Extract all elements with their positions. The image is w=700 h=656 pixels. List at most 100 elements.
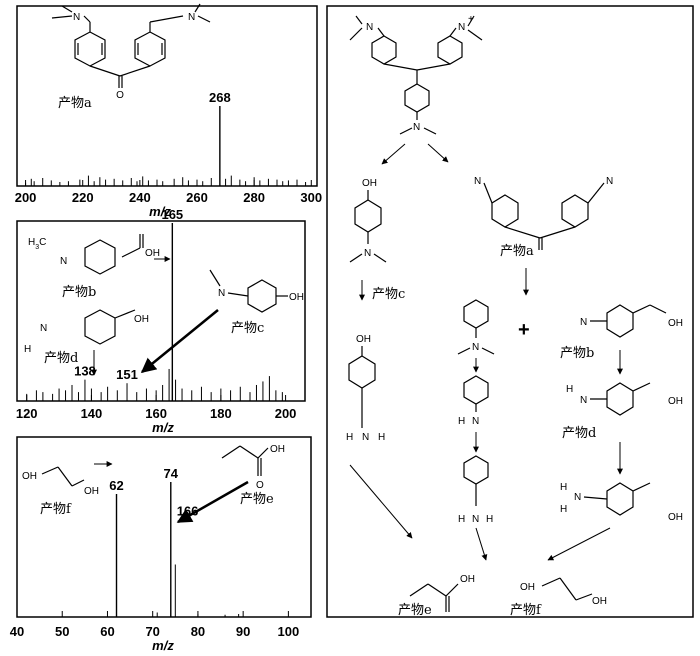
panel-a-x-axis-title: m/z: [149, 204, 171, 219]
peak-label-74: 74: [164, 466, 179, 481]
atom-h: H: [560, 482, 567, 493]
atom-n: N: [472, 342, 479, 353]
scheme-frame: [326, 5, 694, 618]
x-tick-label-90: 90: [236, 624, 250, 639]
atom-oh: OH: [668, 396, 683, 407]
atom-n: N: [474, 176, 481, 187]
atom-h3c: H3C: [28, 237, 46, 251]
scheme-label-b: 产物b: [560, 346, 594, 361]
x-tick-label-160: 160: [145, 406, 167, 421]
atom-n: N: [366, 22, 373, 33]
atom-n: N: [472, 514, 479, 525]
peak-label-62: 62: [109, 478, 123, 493]
atom-ho: OH: [520, 582, 535, 593]
panel-bcd-frame: [16, 220, 306, 402]
label-product-b-spectrum: 产物b: [62, 285, 96, 300]
atom-n: N: [362, 432, 369, 443]
scheme-label-c: 产物c: [372, 287, 405, 302]
atom-h: H: [346, 432, 353, 443]
atom-n: N: [606, 176, 613, 187]
atom-oh: OH: [362, 178, 377, 189]
x-tick-label-80: 80: [191, 624, 205, 639]
peak-label-165: 165: [161, 207, 183, 222]
x-tick-label-100: 100: [278, 624, 300, 639]
atom-n: N: [574, 492, 581, 503]
scheme-label-f: 产物f: [510, 603, 542, 618]
atom-h: H: [560, 504, 567, 515]
panel-ef-frame: [16, 436, 312, 618]
scheme-label-e: 产物e: [398, 603, 432, 618]
x-tick-label-70: 70: [145, 624, 159, 639]
atom-n-left: N: [73, 12, 80, 23]
arrow-aminobenzoic-to-f: [547, 527, 611, 561]
x-tick-label-280: 280: [243, 190, 265, 205]
atom-n: N: [413, 122, 420, 133]
panel-ef-x-axis-title: m/z: [152, 638, 174, 653]
molecule-parent-dye: N N + N: [349, 14, 483, 135]
atom-n: N: [472, 416, 479, 427]
molecule-product-d: N H OH 产物d: [24, 309, 149, 366]
atom-o: O: [256, 480, 264, 491]
label-product-c-spectrum: 产物c: [231, 321, 264, 336]
atom-oh: OH: [134, 314, 149, 325]
atom-n-plus: N: [458, 22, 465, 33]
arrow-aniline-to-e: [475, 527, 488, 561]
scheme-product-e: OH 产物e: [398, 574, 475, 618]
degradation-scheme: N N + N OH N 产物c OH: [326, 5, 694, 618]
scheme-aminophenol: OH H N H: [346, 334, 385, 443]
charge-plus: +: [468, 14, 474, 25]
plus-sign: +: [518, 319, 530, 341]
atom-n: N: [40, 323, 47, 334]
molecule-product-f: OH OH 产物f: [22, 461, 113, 517]
arrow-c-to-151: [140, 309, 219, 373]
atom-oh: OH: [270, 444, 285, 455]
x-tick-label-220: 220: [72, 190, 94, 205]
x-tick-label-240: 240: [129, 190, 151, 205]
atom-o: O: [116, 90, 124, 101]
scheme-product-f: OH OH 产物f: [510, 577, 607, 618]
arrow-e-to-74: [176, 480, 249, 524]
x-tick-label-120: 120: [16, 406, 38, 421]
label-product-d-spectrum: 产物d: [44, 351, 78, 366]
panel-bcd-x-axis-title: m/z: [152, 420, 174, 435]
scheme-dimethylaniline: N: [457, 299, 495, 355]
atom-n: N: [364, 248, 371, 259]
molecule-product-e: OH O 产物e: [221, 444, 285, 507]
atom-n: N: [580, 395, 587, 406]
atom-oh: OH: [145, 248, 160, 259]
x-tick-label-50: 50: [55, 624, 69, 639]
scheme-aminobenzoic-acid: H N H OH: [560, 482, 683, 523]
atom-h: H: [24, 344, 31, 355]
x-tick-label-60: 60: [100, 624, 114, 639]
arrow-parent-to-a: [427, 143, 449, 163]
panel-a-peaks: 268: [25, 90, 307, 186]
atom-n: N: [218, 288, 225, 299]
molecule-product-b: H3C N OH 产物b: [28, 234, 160, 300]
x-tick-label-200: 200: [15, 190, 37, 205]
molecule-product-a: O N N 产物a: [51, 3, 211, 111]
atom-h: H: [566, 384, 573, 395]
label-product-a-spectrum: 产物a: [58, 96, 92, 111]
x-tick-label-140: 140: [81, 406, 103, 421]
atom-h: H: [458, 514, 465, 525]
scheme-product-c: OH N 产物c: [349, 178, 405, 302]
peak-label-268: 268: [209, 90, 231, 105]
atom-h: H: [458, 416, 465, 427]
scheme-label-d: 产物d: [562, 426, 596, 441]
peak-label-138: 138: [74, 364, 96, 379]
scheme-label-a: 产物a: [500, 244, 534, 259]
arrow-parent-to-c: [381, 143, 406, 165]
label-product-f-spectrum: 产物f: [40, 502, 72, 517]
scheme-product-d: N H OH 产物d: [562, 382, 683, 441]
atom-oh: OH: [668, 318, 683, 329]
atom-n: N: [580, 317, 587, 328]
x-tick-label-180: 180: [210, 406, 232, 421]
molecule-product-c: N OH 产物c: [209, 269, 304, 336]
